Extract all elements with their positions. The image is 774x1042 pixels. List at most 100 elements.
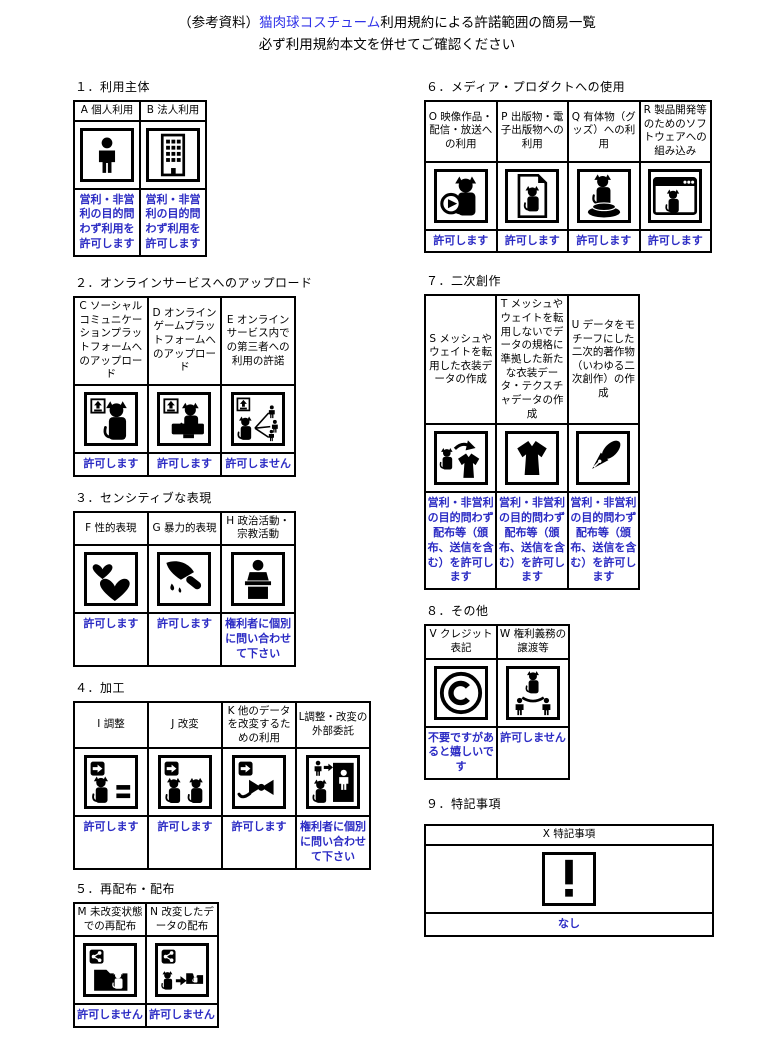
item-header: P 出版物・電子出版物への利用 [495, 100, 569, 163]
derivative-works-table: S メッシュやウェイトを転用した衣装データの作成 T メッシュやウェイトを転用し… [423, 294, 641, 591]
costume-derivative-icon [433, 431, 488, 486]
adjust-equal-icon [84, 755, 138, 810]
icon-cell [295, 747, 371, 818]
item-header: K 他のデータを改変するための利用 [221, 700, 297, 750]
distribute-modified-icon [155, 943, 209, 998]
costume-name-link[interactable]: 猫肉球コスチューム [259, 15, 381, 31]
rights-transfer-icon [506, 665, 560, 720]
status-text: 営利・非営利の目的問わず配布等（頒布、送信を含む）を許可します [423, 491, 498, 591]
upload-game-platform-icon [157, 391, 212, 446]
section-special-notes: ９．特記事項 X 特記事項 なし [424, 795, 724, 937]
special-notes-table: X 特記事項 なし [424, 824, 714, 937]
icon-cell [73, 119, 141, 190]
icon-cell [220, 383, 296, 454]
status-text: 権利者に個別に問い合わせて下さい [220, 611, 296, 667]
publication-page-icon [505, 168, 560, 223]
status-text: 権利者に個別に問い合わせて下さい [295, 815, 371, 870]
status-text: 許可します [147, 815, 223, 870]
status-text: 許可します [221, 815, 297, 870]
right-column: ６．メディア・プロダクトへの使用 O 映像作品・配信・放送への利用 P 出版物・… [423, 78, 724, 951]
item-header: M 未改変状態での再配布 [73, 901, 147, 938]
goods-figure-icon [576, 168, 631, 223]
knife-icon [157, 551, 212, 606]
item-header: R 製品開発等のためのソフトウェアへの組み込み [638, 100, 712, 163]
modify-cats-icon [158, 755, 212, 810]
status-text: 許可しません [220, 451, 296, 477]
icon-cell [424, 843, 714, 914]
section-heading: ７．二次創作 [426, 274, 502, 289]
hearts-icon [83, 551, 138, 606]
status-text: 許可します [73, 815, 149, 870]
icon-cell [638, 160, 712, 231]
item-header: D オンラインゲームプラットフォームへのアップロード [146, 296, 223, 386]
sensitive-expression-table: F 性的表現 G 暴力的表現 H 政治活動・宗教活動 [73, 510, 296, 667]
icon-cell [73, 543, 149, 614]
item-header: J 改変 [147, 700, 223, 750]
item-header: S メッシュやウェイトを転用した衣装データの作成 [423, 294, 498, 426]
item-header: H 政治活動・宗教活動 [220, 510, 296, 546]
third-party-share-icon [231, 391, 286, 446]
icon-cell [221, 747, 297, 818]
section-other: ８．その他 V クレジット表記 W 権利義務の譲渡等 [424, 602, 724, 781]
title-line: （参考資料）猫肉球コスチューム利用規約による許諾範囲の簡易一覧 [0, 13, 774, 35]
icon-cell [496, 657, 570, 728]
item-header: L調整・改変の外部委託 [295, 700, 371, 750]
modification-table: I 調整 J 改変 K 他のデータを改変するための利用 L調整・改変の外部委託 [73, 700, 371, 870]
section-modification: ４．加工 I 調整 J 改変 K 他のデータを改変するための利用 L調整・改変の… [73, 679, 388, 870]
status-text: 許可します [146, 451, 223, 477]
item-header: C ソーシャルコミュニケーションプラットフォームへのアップロード [73, 296, 149, 386]
status-text: 不要ですがあると嬉しいです [424, 725, 498, 781]
status-text: 営利・非営利の目的問わず利用を許可します [139, 187, 207, 258]
item-header: B 法人利用 [139, 100, 207, 122]
icon-cell [147, 747, 223, 818]
redistribute-folder-icon [83, 943, 137, 998]
individual-person-icon [80, 127, 134, 182]
section-heading: ５．再配布・配布 [75, 881, 176, 896]
section-heading: ４．加工 [75, 680, 126, 695]
item-header: W 権利義務の譲渡等 [496, 624, 570, 660]
upload-social-platform-icon [83, 391, 138, 446]
item-header: I 調整 [73, 700, 149, 750]
icon-cell [220, 543, 296, 614]
icon-cell [73, 935, 147, 1006]
status-text: 営利・非営利の目的問わず配布等（頒布、送信を含む）を許可します [566, 491, 641, 591]
left-column: １．利用主体 A 個人利用 B 法人利用 [73, 78, 388, 1042]
section-sensitive-expression: ３．センシティブな表現 F 性的表現 G 暴力的表現 H 政治活動・宗教活動 [73, 489, 388, 667]
online-upload-table: C ソーシャルコミュニケーションプラットフォームへのアップロード D オンライン… [73, 296, 296, 477]
software-window-icon [648, 168, 703, 223]
item-header: T メッシュやウェイトを転用しないでデータの規格に準拠した新たな衣装データ・テク… [495, 294, 569, 426]
copyright-icon [434, 665, 488, 720]
icon-cell [145, 935, 219, 1006]
icon-cell [566, 423, 641, 494]
section-heading: １．利用主体 [75, 80, 151, 94]
status-text: 許可します [495, 228, 569, 254]
title-suffix: 利用規約による許諾範囲の簡易一覧 [380, 15, 596, 31]
status-text: 許可しません [496, 725, 570, 781]
media-product-table: O 映像作品・配信・放送への利用 P 出版物・電子出版物への利用 Q 有体物（グ… [424, 100, 712, 254]
icon-cell [73, 747, 149, 818]
icon-cell [146, 543, 223, 614]
item-header: Q 有体物（グッズ）への利用 [567, 100, 641, 163]
status-text: 営利・非営利の目的問わず配布等（頒布、送信を含む）を許可します [495, 491, 569, 591]
corporate-building-icon [146, 127, 200, 182]
status-text: 許可します [638, 228, 712, 254]
icon-cell [73, 383, 149, 454]
section-user-type: １．利用主体 A 個人利用 B 法人利用 [73, 78, 388, 258]
status-text: 許可します [73, 451, 149, 477]
fanart-pen-icon [576, 431, 631, 486]
redistribution-table: M 未改変状態での再配布 N 改変したデータの配布 [73, 901, 219, 1029]
page-subtitle: 必ず利用規約本文を併せてご確認ください [258, 36, 516, 53]
status-text: 許可します [73, 611, 149, 667]
new-costume-icon [504, 431, 559, 486]
item-header: N 改変したデータの配布 [145, 901, 219, 938]
video-play-icon [433, 168, 488, 223]
item-header: G 暴力的表現 [146, 510, 223, 546]
title-prefix: （参考資料） [178, 15, 260, 31]
outsource-icon [306, 755, 360, 810]
section-online-upload: ２．オンラインサービスへのアップロード C ソーシャルコミュニケーションプラット… [73, 274, 388, 477]
item-header: V クレジット表記 [424, 624, 498, 660]
section-heading: ８．その他 [426, 604, 489, 619]
icon-cell [424, 160, 498, 231]
section-heading: ２．オンラインサービスへのアップロード [75, 276, 313, 291]
status-text: 許可しません [145, 1003, 219, 1029]
